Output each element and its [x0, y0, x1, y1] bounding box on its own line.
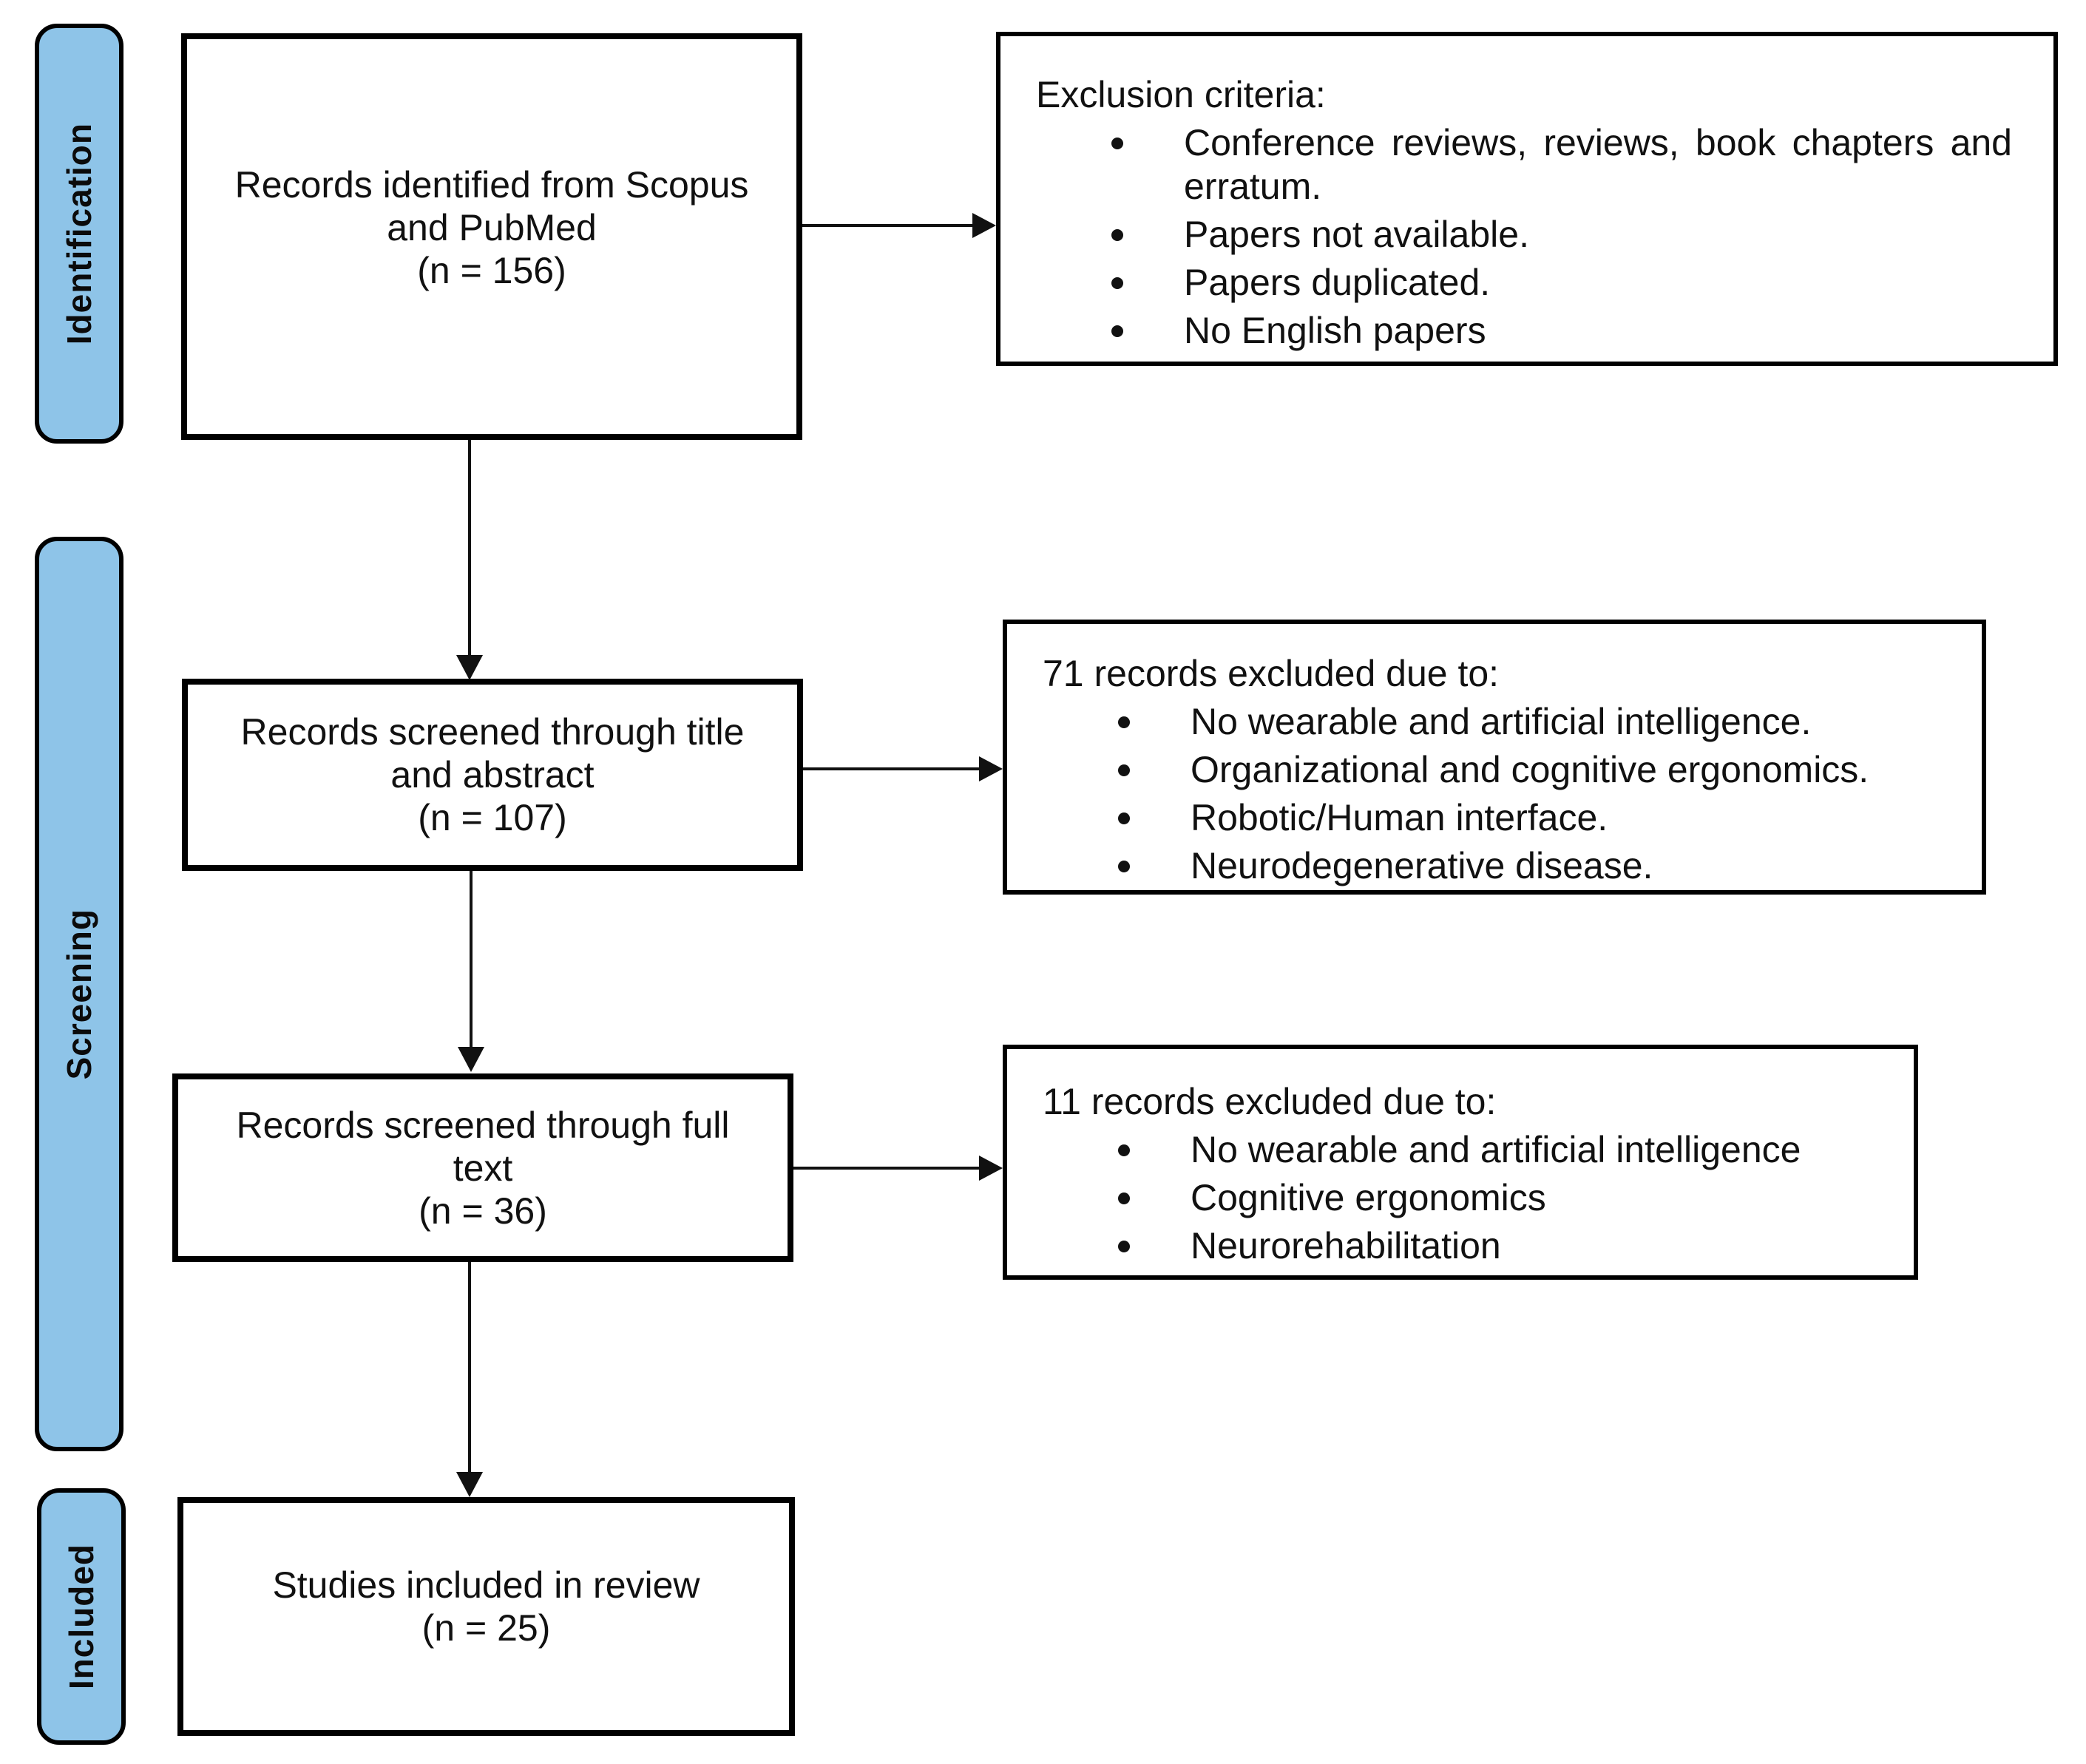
- bullet-item-line: Conference reviews, reviews, book chapte…: [1184, 122, 2012, 163]
- bullet-item: Conference reviews, reviews, book chapte…: [1036, 121, 2012, 208]
- bullet-item-line: erratum.: [1184, 166, 1322, 207]
- flow-box-screened-full-text: Records screened through full text (n = …: [172, 1073, 793, 1262]
- arrow-head-right-icon: [972, 213, 996, 238]
- side-box-71-records-excluded-content: 71 records excluded due to: No wearable …: [1007, 624, 1982, 888]
- bullet-item-line: No English papers: [1184, 310, 1486, 351]
- bullet-item-line: Robotic/Human interface.: [1191, 797, 1608, 838]
- stage-label-identification: Identification: [35, 24, 123, 444]
- side-box-exclusion-criteria-header: Exclusion criteria:: [1036, 74, 1326, 115]
- arrow-line-fulltext-to-11-excluded: [793, 1167, 979, 1170]
- arrow-head-down-icon: [456, 655, 483, 680]
- flow-box-screened-full-text-line-1: Records screened through full: [236, 1104, 730, 1146]
- arrow-line-screened-to-fulltext: [470, 871, 473, 1047]
- bullet-item: No English papers: [1036, 309, 2012, 353]
- flow-box-records-identified-line-2: and PubMed: [387, 207, 597, 248]
- flow-box-records-identified: Records identified from Scopus and PubMe…: [181, 33, 802, 440]
- bullet-item-line: Papers duplicated.: [1184, 262, 1491, 303]
- bullet-item: Papers not available.: [1036, 213, 2012, 257]
- arrow-head-down-icon: [456, 1472, 483, 1497]
- bullet-item: Papers duplicated.: [1036, 261, 2012, 305]
- arrow-line-fulltext-to-included: [468, 1262, 471, 1473]
- bullet-item-line: Cognitive ergonomics: [1191, 1177, 1546, 1218]
- arrow-line-identified-to-exclusion: [802, 224, 972, 227]
- arrow-head-right-icon: [979, 756, 1003, 781]
- side-box-71-records-excluded-header: 71 records excluded due to:: [1043, 653, 1500, 694]
- arrow-line-identified-to-screened: [468, 440, 471, 657]
- bullet-item: Neurorehabilitation: [1043, 1224, 1872, 1268]
- arrow-line-screened-to-71-excluded: [803, 767, 979, 770]
- side-box-exclusion-criteria-content: Exclusion criteria: Conference reviews, …: [1000, 36, 2053, 353]
- exclusion-criteria-bullet-list: Conference reviews, reviews, book chapte…: [1036, 121, 2012, 353]
- bullet-item: No wearable and artificial intelligence: [1043, 1128, 1872, 1172]
- stage-label-identification-text: Identification: [60, 122, 98, 345]
- stage-label-included: Included: [37, 1488, 126, 1745]
- flow-box-screened-title-abstract-line-1: Records screened through title: [240, 711, 745, 753]
- bullet-item-line: Neurorehabilitation: [1191, 1225, 1501, 1266]
- stage-label-screening: Screening: [35, 537, 123, 1451]
- flow-box-studies-included: Studies included in review (n = 25): [177, 1497, 795, 1736]
- flow-box-records-identified-count: (n = 156): [417, 250, 566, 291]
- stage-label-included-text: Included: [62, 1543, 101, 1690]
- flow-box-screened-title-abstract-line-2: and abstract: [390, 754, 595, 796]
- flow-box-screened-title-abstract: Records screened through title and abstr…: [182, 679, 803, 871]
- arrow-head-down-icon: [458, 1047, 484, 1072]
- bullet-item-line: Organizational and cognitive ergonomics.: [1191, 749, 1869, 790]
- bullet-item-line: No wearable and artificial intelligence: [1191, 1129, 1801, 1170]
- 11-records-bullet-list: No wearable and artificial intelligence …: [1043, 1128, 1872, 1268]
- flow-box-studies-included-count: (n = 25): [421, 1607, 551, 1649]
- flow-box-screened-full-text-line-2: text: [453, 1147, 513, 1189]
- bullet-item: No wearable and artificial intelligence.: [1043, 700, 1940, 744]
- side-box-11-records-excluded-header: 11 records excluded due to:: [1043, 1081, 1497, 1122]
- side-box-exclusion-criteria: Exclusion criteria: Conference reviews, …: [996, 32, 2058, 366]
- bullet-item: Robotic/Human interface.: [1043, 796, 1940, 840]
- bullet-item: Organizational and cognitive ergonomics.: [1043, 748, 1940, 792]
- side-box-71-records-excluded: 71 records excluded due to: No wearable …: [1003, 620, 1986, 895]
- flow-box-studies-included-line-1: Studies included in review: [272, 1564, 700, 1606]
- flow-box-screened-title-abstract-count: (n = 107): [418, 797, 567, 838]
- side-box-11-records-excluded-content: 11 records excluded due to: No wearable …: [1007, 1049, 1914, 1268]
- bullet-item: Neurodegenerative disease.: [1043, 844, 1940, 888]
- 71-records-bullet-list: No wearable and artificial intelligence.…: [1043, 700, 1940, 888]
- arrow-head-right-icon: [979, 1156, 1003, 1181]
- bullet-item: Cognitive ergonomics: [1043, 1176, 1872, 1220]
- stage-label-screening-text: Screening: [60, 908, 98, 1080]
- bullet-item-line: No wearable and artificial intelligence.: [1191, 701, 1812, 742]
- side-box-11-records-excluded: 11 records excluded due to: No wearable …: [1003, 1045, 1918, 1280]
- bullet-item-line: Papers not available.: [1184, 214, 1529, 255]
- bullet-item-line: Neurodegenerative disease.: [1191, 845, 1653, 886]
- flow-box-screened-full-text-count: (n = 36): [419, 1190, 547, 1232]
- flow-box-records-identified-line-1: Records identified from Scopus: [234, 164, 749, 206]
